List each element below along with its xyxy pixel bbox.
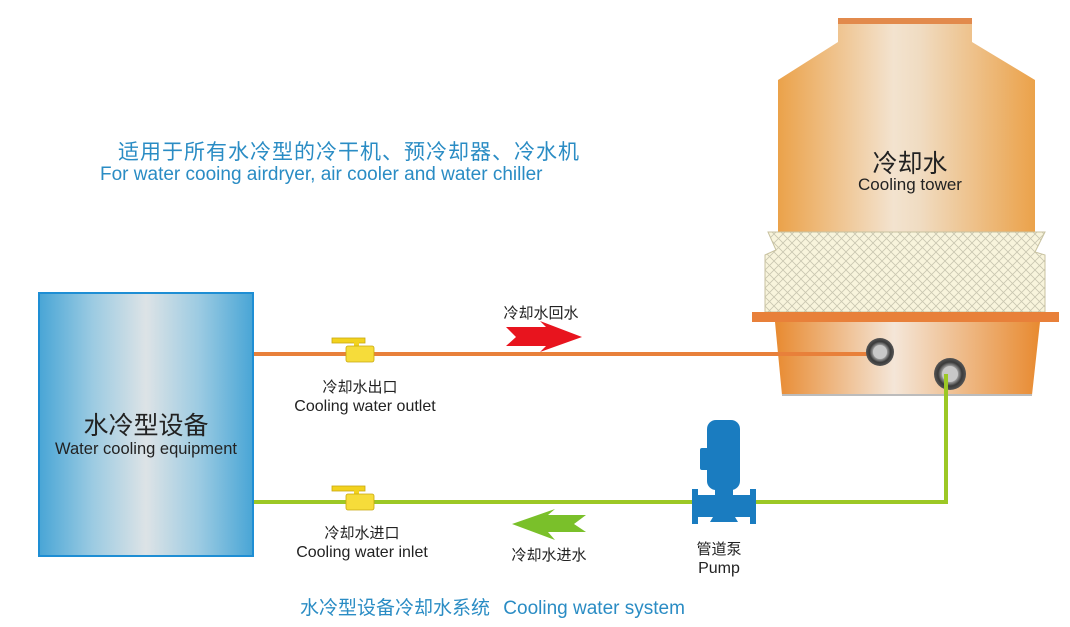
inlet-valve-icon [331,485,375,511]
outlet-label-english: Cooling water outlet [294,398,436,415]
cooling-tower-label-english: Cooling tower [858,175,962,194]
tower-top-cap [838,18,972,24]
subtitle-chinese: 适用于所有水冷型的冷干机、预冷却器、冷水机 [118,140,580,164]
water-cooling-equipment: 水冷型设备 Water cooling equipment [38,292,254,557]
supply-flow-label: 冷却水进水 [511,546,587,564]
system-title-english: Cooling water system [503,598,685,619]
pump-label-english: Pump [698,560,740,577]
equipment-label-english: Water cooling equipment [55,440,237,458]
tower-basin [775,322,1040,395]
system-title-chinese: 水冷型设备冷却水系统 [300,597,491,619]
outlet-valve-icon [331,337,375,363]
tower-fill-mesh [764,231,1046,313]
inlet-label-chinese: 冷却水进口 [324,524,400,542]
supply-pipe [254,375,948,504]
inlet-label-english: Cooling water inlet [296,544,428,561]
tower-basin-rim [752,312,1059,322]
outlet-label-chinese: 冷却水出口 [322,378,398,396]
supply-flow-arrow-icon [512,509,586,540]
return-flow-arrow-icon [506,321,582,352]
tower-upper-body [778,24,1035,232]
return-flow-label: 冷却水回水 [503,304,579,322]
pump-icon [692,420,756,524]
cooling-tower [752,18,1059,396]
return-flange [866,338,894,366]
supply-flange [934,358,966,392]
pump-label-chinese: 管道泵 [696,540,742,558]
cooling-tower-label-chinese: 冷却水 [872,149,948,178]
subtitle-english: For water cooing airdryer, air cooler an… [100,164,543,185]
system-title: 水冷型设备冷却水系统 Cooling water system [300,593,685,620]
equipment-label-chinese: 水冷型设备 [83,411,209,440]
